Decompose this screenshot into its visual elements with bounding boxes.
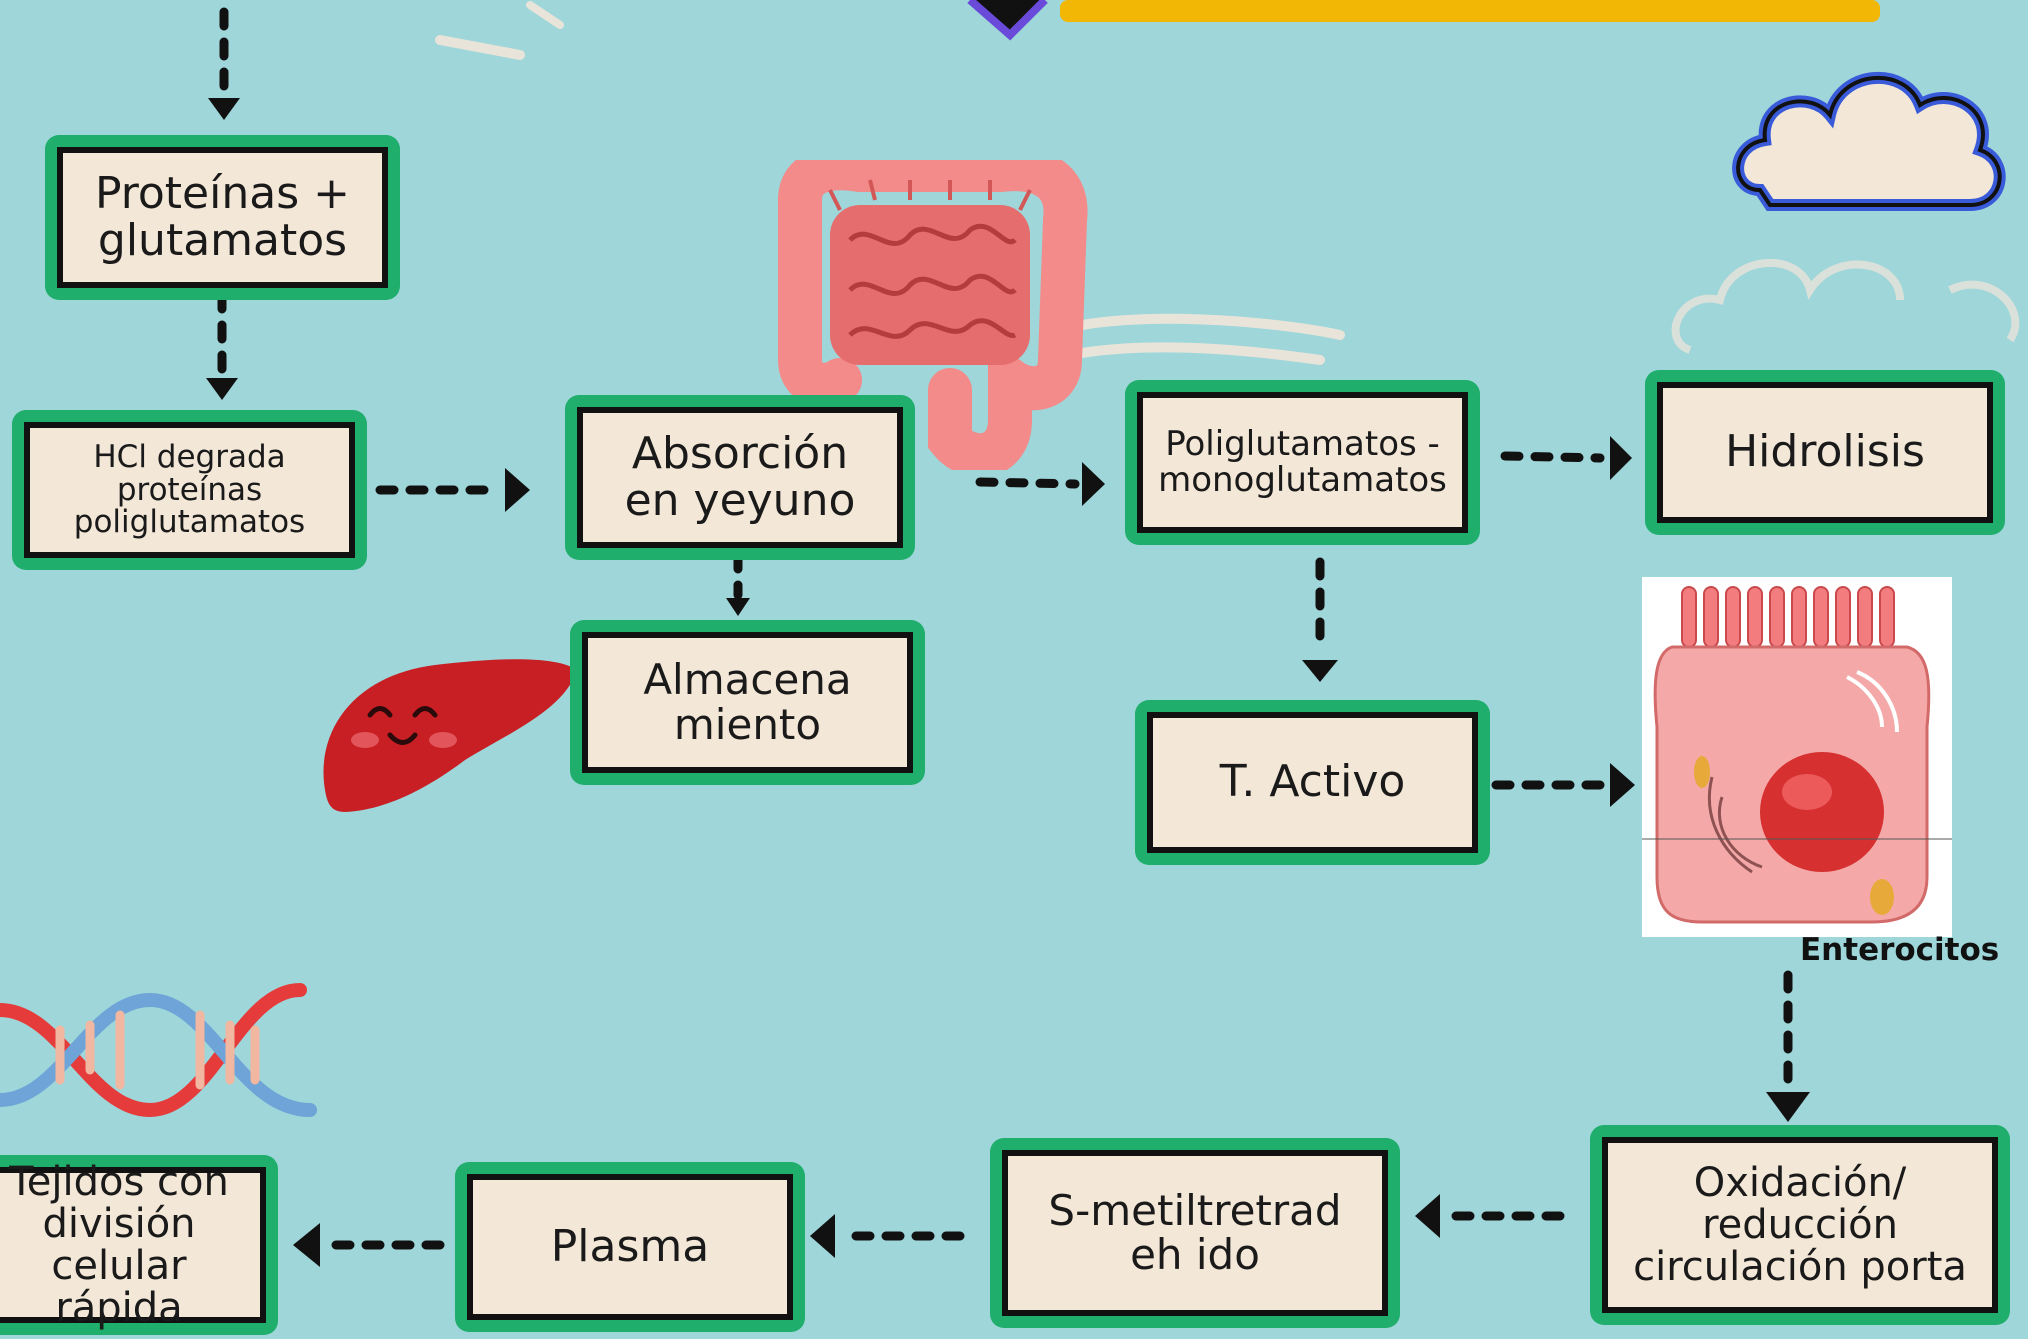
node-plasma: Plasma [455, 1162, 805, 1332]
node-smetil: S-metiltretradeh ido [990, 1138, 1400, 1328]
node-activo-text: T. Activo [1147, 712, 1478, 853]
node-poliglutamatos-text: Poliglutamatos - monoglutamatos [1137, 392, 1468, 533]
node-poliglutamatos: Poliglutamatos - monoglutamatos [1125, 380, 1480, 545]
node-tejidos: Tejidos con división celular rápida [0, 1155, 278, 1335]
node-hidrolisis-text: Hidrolisis [1657, 382, 1993, 523]
node-tejidos-text: Tejidos con división celular rápida [0, 1167, 266, 1323]
node-almacenamiento: Almacena miento [570, 620, 925, 785]
node-smetil-text: S-metiltretradeh ido [1002, 1150, 1388, 1316]
caption-enterocitos: Enterocitos [1800, 932, 1999, 968]
node-hidrolisis: Hidrolisis [1645, 370, 2005, 535]
node-absorcion-text: Absorción en yeyuno [577, 407, 903, 548]
node-oxidacion-text: Oxidación/ reducción circulación porta [1602, 1137, 1998, 1313]
node-hcl-text: HCl degrada proteínas poliglutamatos [24, 422, 355, 558]
node-plasma-text: Plasma [467, 1174, 793, 1320]
node-proteinas: Proteínas + glutamatos [45, 135, 400, 300]
node-hcl: HCl degrada proteínas poliglutamatos [12, 410, 367, 570]
node-almacenamiento-text: Almacena miento [582, 632, 913, 773]
node-absorcion: Absorción en yeyuno [565, 395, 915, 560]
node-activo: T. Activo [1135, 700, 1490, 865]
node-proteinas-text: Proteínas + glutamatos [57, 147, 388, 288]
node-oxidacion: Oxidación/ reducción circulación porta [1590, 1125, 2010, 1325]
